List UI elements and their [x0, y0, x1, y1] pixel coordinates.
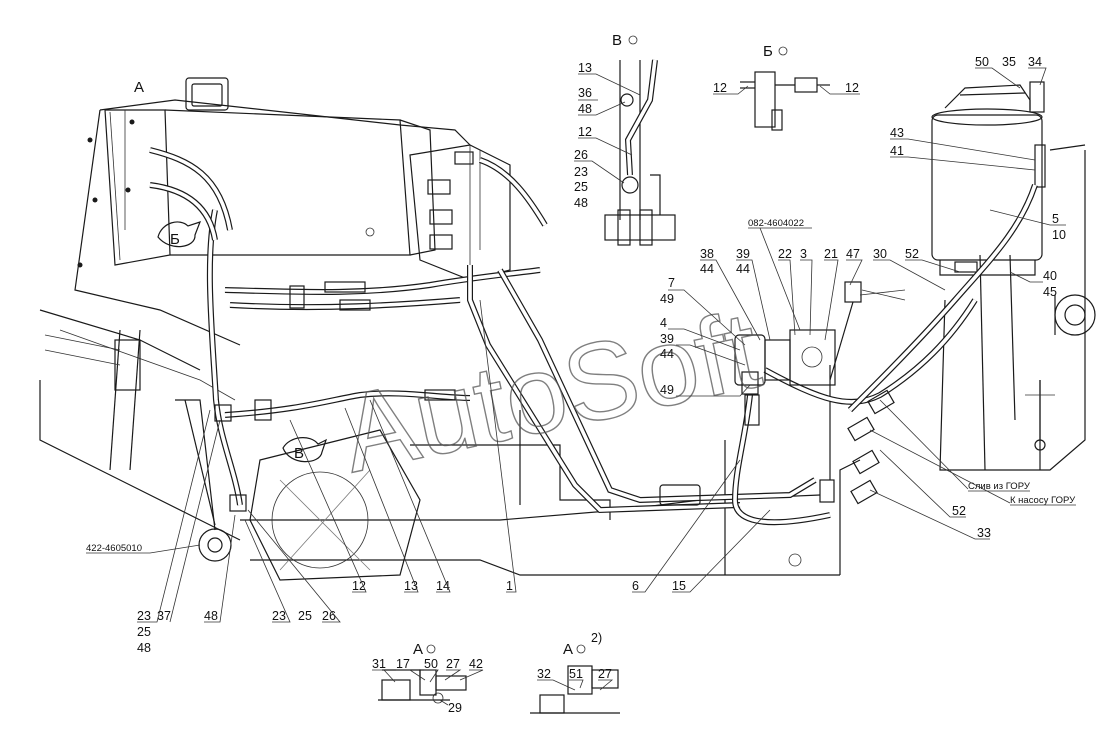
part-ref-422: 422-4605010 [86, 543, 142, 554]
callout-10: 10 [1052, 228, 1066, 242]
callout-15: 15 [672, 579, 686, 593]
pump-housing [249, 429, 421, 581]
valve-block [409, 144, 511, 281]
callout-32: 32 [537, 667, 551, 681]
view-label-a-bottom1: А [413, 641, 423, 658]
callout-51: 51 [569, 667, 583, 681]
steering-valve [734, 281, 906, 426]
callout-43: 43 [890, 126, 904, 140]
callout-49-a: 49 [660, 292, 674, 306]
callout-25-left: 25 [137, 625, 151, 639]
callout-4: 4 [660, 316, 667, 330]
pipelines [149, 147, 1038, 526]
callout-48-mid: 48 [204, 609, 218, 623]
callout-47: 47 [846, 247, 860, 261]
callout-26-right: 26 [322, 609, 336, 623]
view-label-b: В [612, 32, 622, 49]
callout-5: 5 [1052, 212, 1059, 226]
part-ref-082: 082-4604022 [748, 218, 804, 229]
callout-52-a: 52 [905, 247, 919, 261]
detail-view-bcyr [740, 71, 830, 131]
callout-50-detail: 50 [424, 657, 438, 671]
balloon-b: В [294, 445, 304, 462]
callout-12-bcyr-right: 12 [845, 81, 859, 95]
lift-cylinder [44, 329, 232, 562]
label-pump: К насосу ГОРУ [1010, 495, 1076, 506]
callout-13-b: 13 [578, 61, 592, 75]
view-label-a-bottom2: А [563, 641, 573, 658]
view-label-bcyr: Б [763, 43, 773, 60]
callout-27-a: 27 [446, 657, 460, 671]
callout-27-b: 27 [598, 667, 612, 681]
callout-33: 33 [977, 526, 991, 540]
callout-7: 7 [668, 276, 675, 290]
callout-21: 21 [824, 247, 838, 261]
callout-36: 36 [578, 86, 592, 100]
callout-29: 29 [448, 701, 462, 715]
view-note: 2) [591, 631, 602, 645]
callout-26-b: 26 [574, 148, 588, 162]
right-bracket [788, 380, 1055, 567]
callout-25-b: 25 [574, 180, 588, 194]
pump-connectors [819, 389, 895, 505]
callout-37: 37 [157, 609, 171, 623]
callout-42: 42 [469, 657, 483, 671]
callout-41: 41 [890, 144, 904, 158]
detail-view-b [604, 59, 676, 246]
callout-31: 31 [372, 657, 386, 671]
callout-48-b2: 48 [574, 196, 588, 210]
callout-44-c: 44 [660, 347, 674, 361]
callout-23-b: 23 [574, 165, 588, 179]
callout-22: 22 [778, 247, 792, 261]
callout-48-left: 48 [137, 641, 151, 655]
label-drain: Слив из ГОРУ [968, 481, 1031, 492]
callout-49-b: 49 [660, 383, 674, 397]
callout-23-right: 23 [272, 609, 286, 623]
callout-25-right: 25 [298, 609, 312, 623]
callout-39-a: 39 [736, 247, 750, 261]
callout-35: 35 [1002, 55, 1016, 69]
callout-38: 38 [700, 247, 714, 261]
callout-50: 50 [975, 55, 989, 69]
callout-52-b: 52 [952, 504, 966, 518]
callout-12-b: 12 [578, 125, 592, 139]
callout-1: 1 [506, 579, 513, 593]
balloon-bcyr: Б [170, 231, 180, 248]
callout-3: 3 [800, 247, 807, 261]
callout-6: 6 [632, 579, 639, 593]
callout-44-a: 44 [700, 262, 714, 276]
callout-30: 30 [873, 247, 887, 261]
view-label-a: A [134, 79, 144, 96]
callout-23-left: 23 [137, 609, 151, 623]
callout-39-b: 39 [660, 332, 674, 346]
oil-filter [931, 81, 1046, 276]
callout-34: 34 [1028, 55, 1042, 69]
callout-12-bcyr-left: 12 [713, 81, 727, 95]
callout-17: 17 [396, 657, 410, 671]
callout-12-main: 12 [352, 579, 366, 593]
detail-view-a2 [530, 665, 620, 714]
callout-45: 45 [1043, 285, 1057, 299]
callout-48-b: 48 [578, 102, 592, 116]
callouts: 13 36 48 12 26 23 25 48 12 12 50 35 34 4… [137, 55, 1066, 715]
callout-44-b: 44 [736, 262, 750, 276]
callout-40: 40 [1043, 269, 1057, 283]
hydraulic-tank [77, 77, 436, 268]
